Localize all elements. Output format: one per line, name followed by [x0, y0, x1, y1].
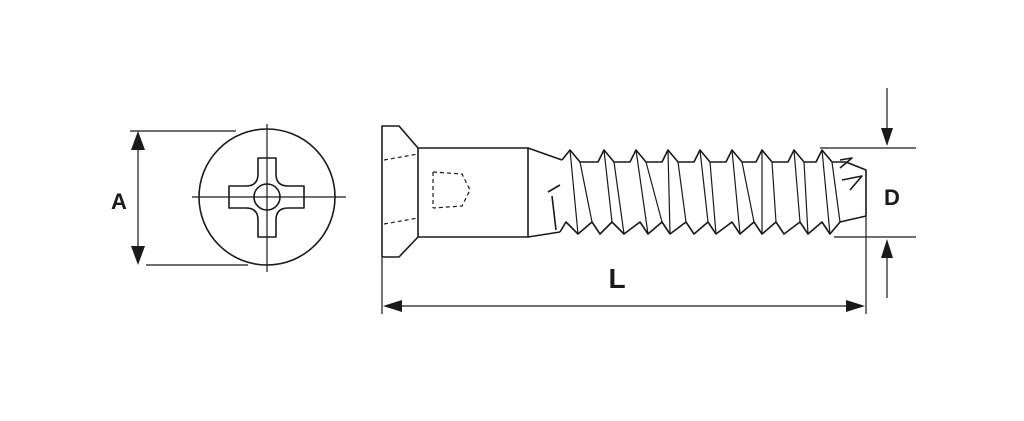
countersunk-head — [381, 125, 419, 258]
arrowhead-d-down — [881, 128, 893, 146]
shank — [418, 147, 529, 238]
dimension-a: A — [111, 130, 248, 266]
dimension-l: L — [381, 216, 867, 314]
label-a: A — [111, 189, 127, 214]
arrowhead-down — [131, 246, 145, 265]
screw-tip — [839, 157, 867, 223]
head-top-view — [192, 124, 346, 272]
screw-side-view — [381, 125, 867, 258]
arrowhead-left — [383, 300, 402, 312]
recess-hidden-line — [383, 153, 471, 225]
thread-runout — [527, 147, 563, 238]
phillips-recess — [228, 157, 305, 238]
dimension-d: D — [820, 88, 916, 298]
arrowhead-right — [846, 300, 865, 312]
label-l: L — [608, 263, 625, 294]
thread-flanks — [569, 149, 841, 235]
arrowhead-d-up — [881, 239, 893, 258]
recess-center — [253, 183, 281, 211]
thread-crests-bottom — [559, 221, 841, 235]
arrowhead-up — [131, 131, 145, 150]
thread-crests-top — [561, 149, 846, 163]
label-d: D — [884, 185, 900, 210]
